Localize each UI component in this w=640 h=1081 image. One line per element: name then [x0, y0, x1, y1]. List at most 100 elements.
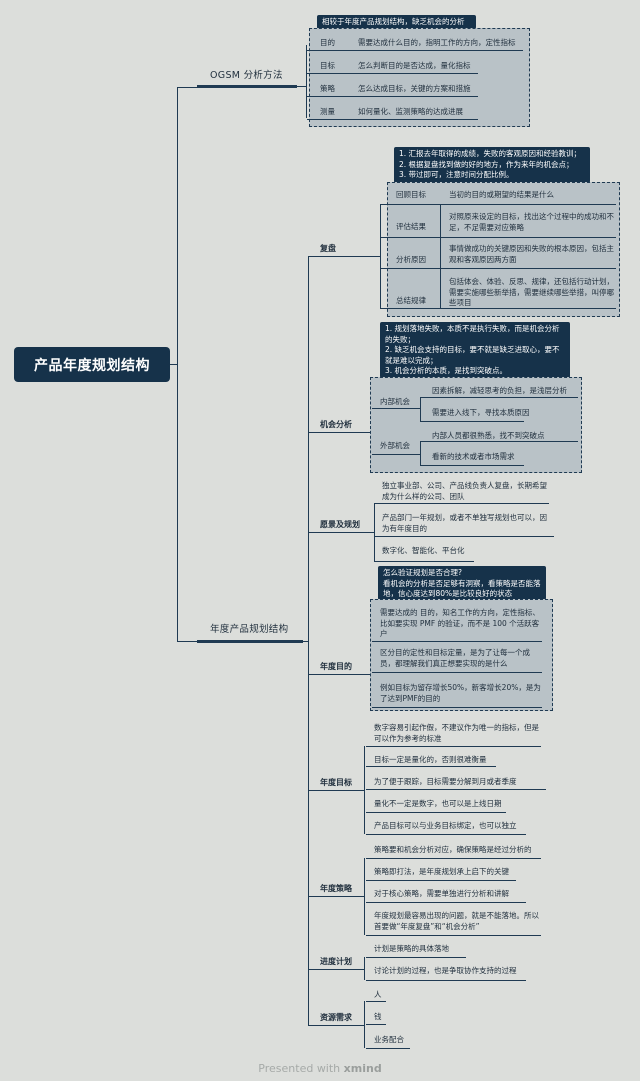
- celue-item[interactable]: 对于核心策略，需要单独进行分析和讲解: [374, 889, 509, 898]
- connector: [177, 87, 197, 88]
- row-underline: [366, 957, 466, 958]
- fupan-key[interactable]: 总结规律: [396, 296, 426, 305]
- row-underline: [420, 441, 578, 442]
- row-underline: [440, 237, 616, 238]
- mudi-item[interactable]: 例如目标为留存增长50%，新客增长20%，是为了达到PMF的目的: [380, 683, 541, 703]
- root-topic[interactable]: 产品年度规划结构: [14, 347, 170, 382]
- topic-ziyuan[interactable]: 资源需求: [320, 1013, 352, 1022]
- connector: [297, 86, 306, 87]
- row-underline: [440, 204, 616, 205]
- topic-fupan[interactable]: 复盘: [320, 244, 336, 253]
- celue-item[interactable]: 策略即打法，是年度规划承上启下的关键: [374, 867, 509, 876]
- row-underline: [366, 834, 526, 835]
- connector: [340, 50, 353, 51]
- jihui-group-key[interactable]: 内部机会: [380, 397, 410, 406]
- ogsm-key[interactable]: 策略: [320, 84, 335, 93]
- connector: [340, 119, 353, 120]
- connector: [364, 674, 372, 675]
- topic-jindu[interactable]: 进度计划: [320, 957, 352, 966]
- ziyuan-item[interactable]: 钱: [374, 1012, 382, 1021]
- ogsm-key[interactable]: 目标: [320, 61, 335, 70]
- topic-underline: [308, 532, 368, 533]
- topic-jihui[interactable]: 机会分析: [320, 420, 352, 429]
- fupan-key[interactable]: 回顾目标: [396, 190, 426, 199]
- jihui-item[interactable]: 因素拆解，减轻思考的负担，是浅层分析: [432, 386, 567, 395]
- ziyuan-item[interactable]: 人: [374, 990, 382, 999]
- connector: [364, 957, 365, 980]
- mudi-item[interactable]: 需要达成的 目的，知名工作的方向，定性指标、比如要实现 PMF 的验证，而不是 …: [380, 608, 540, 638]
- fupan-value[interactable]: 对照原来设定的目标，找出这个过程中的成功和不足，不足需要对应策略: [449, 212, 614, 232]
- row-underline: [366, 812, 506, 813]
- ogsm-key[interactable]: 目的: [320, 38, 335, 47]
- fupan-value[interactable]: 事情做成功的关键原因和失败的根本原因，包括主观和客观原因两方面: [449, 244, 614, 264]
- jihui-item[interactable]: 需要进入线下，寻找本质原因: [432, 408, 530, 417]
- topic-underline: [308, 432, 364, 433]
- topic-underline: [308, 674, 364, 675]
- topic-ogsm[interactable]: OGSM 分析方法: [210, 70, 283, 81]
- ogsm-key[interactable]: 测量: [320, 107, 335, 116]
- mubiao-item[interactable]: 产品目标可以与业务目标绑定，也可以独立: [374, 821, 517, 830]
- row-underline: [366, 766, 496, 767]
- celue-item[interactable]: 年度规划最容易出现的问题，就是不能落地。所以首要做“年度复盘”和“机会分析”: [374, 911, 539, 931]
- topic-yuanjing[interactable]: 愿景及规划: [320, 520, 360, 529]
- row-underline: [353, 50, 523, 51]
- connector: [368, 532, 374, 533]
- connector: [380, 204, 381, 308]
- row-underline: [380, 308, 440, 309]
- mubiao-item[interactable]: 为了便于跟踪，目标需要分解到月或者季度: [374, 777, 517, 786]
- mudi-callout: 怎么验证规划是否合理?看机会的分析是否足够有洞察，看策略是否能落地，信心度达到8…: [378, 566, 546, 600]
- row-underline: [366, 1048, 410, 1049]
- row-underline: [366, 980, 526, 981]
- topic-underline: [308, 896, 364, 897]
- yuanjing-item[interactable]: 数字化、智能化、平台化: [382, 546, 465, 555]
- row-underline: [420, 397, 578, 398]
- mubiao-item[interactable]: 量化不一定是数字，也可以是上线日期: [374, 799, 502, 808]
- topic-underline: [197, 85, 297, 88]
- row-underline: [380, 268, 440, 269]
- topic-underline: [308, 969, 364, 970]
- row-underline: [366, 902, 526, 903]
- topic-mudi[interactable]: 年度目的: [320, 662, 352, 671]
- jihui-item[interactable]: 内部人员都很熟悉，找不到突破点: [432, 431, 545, 440]
- row-underline: [440, 268, 616, 269]
- topic-underline: [197, 640, 303, 643]
- mubiao-item[interactable]: 数字容易引起作假，不建议作为唯一的指标，但是可以作为参考的标准: [374, 723, 539, 743]
- celue-item[interactable]: 策略要和机会分析对应，确保策略是经过分析的: [374, 845, 532, 854]
- ogsm-value[interactable]: 如何量化、监测策略的达成进展: [358, 107, 463, 116]
- jindu-item[interactable]: 讨论计划的过程，也是争取协作支持的过程: [374, 966, 517, 975]
- topic-mubiao[interactable]: 年度目标: [320, 778, 352, 787]
- ziyuan-item[interactable]: 业务配合: [374, 1035, 404, 1044]
- fupan-callout: 1. 汇报去年取得的成绩，失败的客观原因和经验教训；2. 根据复盘找到做的好的地…: [394, 147, 590, 183]
- row-underline: [307, 73, 340, 74]
- row-underline: [307, 96, 340, 97]
- row-underline: [366, 1024, 386, 1025]
- jindu-item[interactable]: 计划是策略的具体落地: [374, 944, 449, 953]
- row-underline: [353, 119, 478, 120]
- connector: [374, 503, 375, 561]
- fupan-value[interactable]: 当初的目的或期望的结果是什么: [449, 190, 554, 199]
- topic-celue[interactable]: 年度策略: [320, 884, 352, 893]
- fupan-value[interactable]: 包括体会、体验、反思、规律，还包括行动计划，需要实施哪些新举措，需要继续哪些举措…: [449, 277, 614, 307]
- connector: [364, 256, 380, 257]
- ogsm-value[interactable]: 怎么判断目的是否达成，量化指标: [358, 61, 471, 70]
- row-underline: [380, 237, 440, 238]
- row-underline: [440, 308, 616, 309]
- topic-underline: [308, 256, 364, 257]
- row-underline: [353, 96, 478, 97]
- connector: [364, 1001, 365, 1048]
- mudi-item[interactable]: 区分目的定性和目标定量，是为了让每一个成员，都理解我们真正想要实现的是什么: [380, 648, 530, 668]
- fupan-key[interactable]: 分析原因: [396, 255, 426, 264]
- jihui-item[interactable]: 看新的技术或者市场需求: [432, 452, 515, 461]
- connector: [340, 96, 353, 97]
- topic-underline: [308, 1025, 364, 1026]
- yuanjing-item[interactable]: 独立事业部、公司、产品线负责人复盘，长期希望成为什么样的公司、团队: [382, 481, 547, 501]
- ogsm-value[interactable]: 怎么达成目标，关键的方案和措施: [358, 84, 471, 93]
- yuanjing-item[interactable]: 产品部门一年规划，或者不单独写规划也可以，因为有年度目的: [382, 513, 547, 533]
- connector: [364, 858, 365, 935]
- row-underline: [366, 858, 541, 859]
- topic-plan[interactable]: 年度产品规划结构: [210, 624, 289, 635]
- fupan-key[interactable]: 评估结果: [396, 222, 426, 231]
- mubiao-item[interactable]: 目标一定是量化的，否则很难衡量: [374, 755, 487, 764]
- ogsm-value[interactable]: 需要达成什么目的，指明工作的方向，定性指标: [358, 38, 516, 47]
- jihui-group-key[interactable]: 外部机会: [380, 441, 410, 450]
